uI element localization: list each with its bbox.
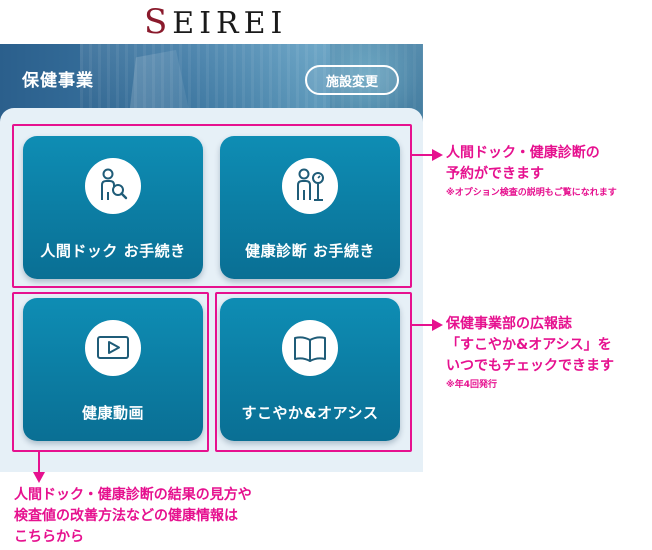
annotation-line: 保健事業部の広報誌 [446,316,572,332]
annotation-line: 検査値の改善方法などの健康情報は [14,508,238,524]
annotation-line: 「すこやか&オアシス」を [446,337,612,353]
arrow-right-icon [412,319,443,331]
person-checkup-icon [282,158,338,214]
tile-label: 健康動画 [81,404,144,422]
menu-panel: 人間ドック お手続き 健康診断 お手続き [0,108,423,472]
annotation-line: いつでもチェックできます [446,358,614,374]
change-facility-button[interactable]: 施設変更 [305,65,399,95]
annotation-line: 予約ができます [446,166,544,182]
highlight-box-magazine [215,292,412,452]
annotation-video: 人間ドック・健康診断の結果の見方や 検査値の改善方法などの健康情報は こちらから [14,485,252,548]
health-checkup-procedure-button[interactable]: 健康診断 お手続き [220,136,400,279]
logo-text: EIREI [172,6,288,41]
annotation-line: 人間ドック・健康診断の [446,145,600,161]
highlight-box-video [12,292,209,452]
health-video-button[interactable]: 健康動画 [23,298,203,441]
app-screen: 保健事業 施設変更 人間ドック お手続き [0,44,423,472]
ningen-dock-procedure-button[interactable]: 人間ドック お手続き [23,136,203,279]
open-book-icon [282,320,338,376]
page-title: 保健事業 [22,71,94,91]
annotation-note: ※オプション検査の説明もご覧になれます [446,188,617,198]
logo-initial: S [144,2,173,42]
sukoyaka-oasis-button[interactable]: すこやか&オアシス [220,298,400,441]
annotation-line: 人間ドック・健康診断の結果の見方や [14,487,252,503]
annotation-magazine: 保健事業部の広報誌 「すこやか&オアシス」を いつでもチェックできます ※年4回… [446,314,614,393]
annotation-reservation: 人間ドック・健康診断の 予約ができます ※オプション検査の説明もご覧になれます [446,143,617,201]
seirei-logo: SEIREI [144,2,284,42]
tile-label: 人間ドック お手続き [40,242,186,260]
arrow-right-icon [412,149,443,161]
arrow-down-icon [33,452,45,483]
tile-label: 健康診断 お手続き [245,242,375,260]
person-search-icon [85,158,141,214]
annotation-note: ※年4回発行 [446,380,498,390]
video-play-icon [85,320,141,376]
tile-label: すこやか&オアシス [241,404,379,422]
highlight-box-reservation [12,124,412,288]
annotation-line: こちらから [14,529,84,545]
